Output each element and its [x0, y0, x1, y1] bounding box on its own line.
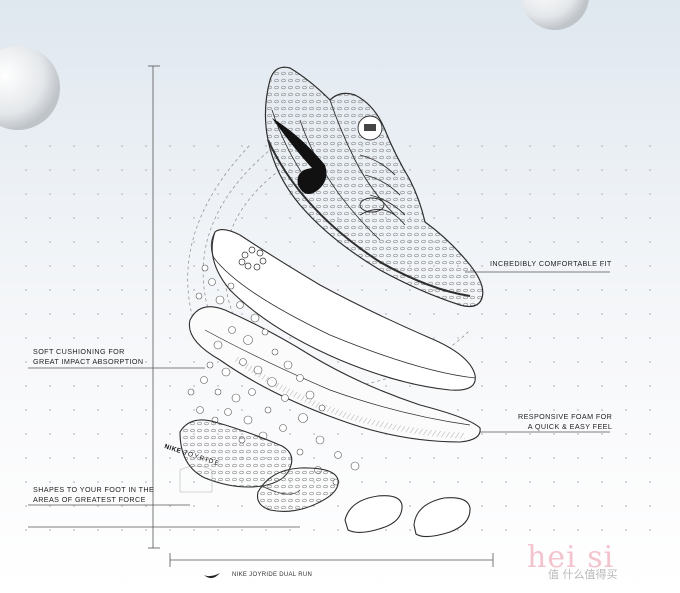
footer-product-name: NIKE JOYRIDE DUAL RUN [232, 572, 313, 578]
callout-shapes-line-1: SHAPES TO YOUR FOOT IN THE [33, 485, 155, 494]
callout-shapes: SHAPES TO YOUR FOOT IN THE AREAS OF GREA… [33, 485, 154, 505]
insole-layer [210, 229, 476, 391]
callout-cushioning-line-2: GREAT IMPACT ABSORPTION [33, 357, 144, 366]
outsole-pieces [179, 465, 471, 538]
decor-ball-top [521, 0, 589, 30]
forefoot-pod [256, 467, 339, 512]
callout-foam-line-2: A QUICK & EASY FEEL [527, 422, 613, 431]
callout-fit: INCREDIBLY COMFORTABLE FIT [490, 259, 612, 269]
footer-swoosh-icon [204, 573, 220, 579]
callout-fit-text: INCREDIBLY COMFORTABLE FIT [490, 259, 612, 268]
foam-beads [187, 264, 360, 486]
swoosh-logo [272, 118, 327, 194]
callout-shapes-line-2: AREAS OF GREATEST FORCE [33, 495, 146, 504]
callout-cushioning: SOFT CUSHIONING FOR GREAT IMPACT ABSORPT… [33, 347, 144, 367]
dimension-lines [148, 65, 494, 567]
callout-foam: RESPONSIVE FOAM FOR A QUICK & EASY FEEL [518, 412, 612, 432]
insole-pod-ring [238, 246, 267, 271]
callout-foam-line-1: RESPONSIVE FOAM FOR [518, 412, 613, 421]
watermark-text: hei si [527, 540, 615, 575]
watermark-subtext: 值 什么值得买 [548, 568, 618, 581]
decor-ball-left [0, 46, 60, 130]
shoe-upper [264, 66, 484, 308]
callout-cushioning-line-1: SOFT CUSHIONING FOR [33, 347, 125, 356]
